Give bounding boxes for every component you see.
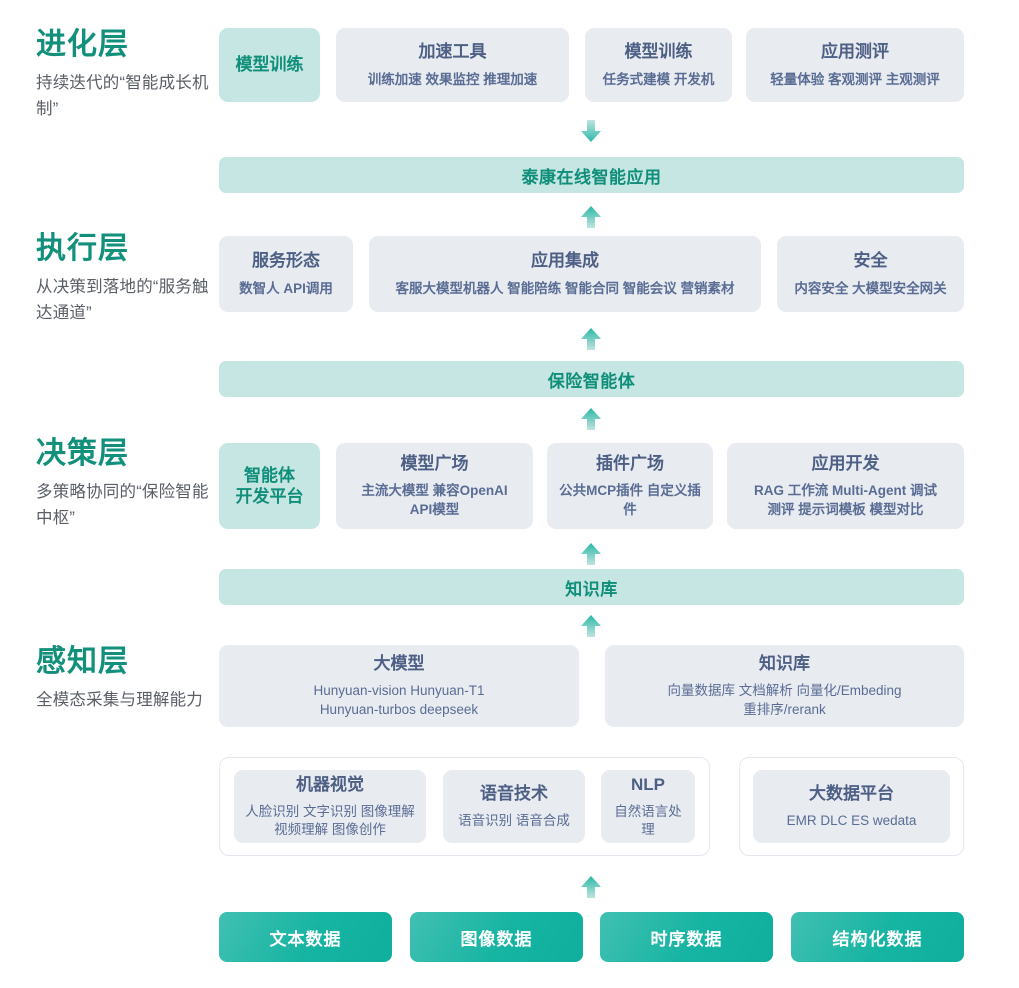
card-title: 大模型	[373, 654, 425, 674]
card-title: 模型训练	[235, 55, 304, 75]
card-items: 任务式建模 开发机	[602, 71, 715, 87]
card-security[interactable]: 安全 内容安全 大模型安全网关	[777, 236, 964, 312]
card-plugin-plaza[interactable]: 插件广场 公共MCP插件 自定义插件	[547, 443, 713, 529]
bar-knowledge-base[interactable]: 知识库	[219, 569, 964, 605]
card-title: 语音技术	[480, 783, 548, 803]
arrow-up-icon	[578, 874, 604, 900]
card-items: 轻量体验 客观测评 主观测评	[770, 71, 940, 87]
card-items: 训练加速 效果监控 推理加速	[367, 71, 538, 87]
card-nlp[interactable]: NLP 自然语言处理	[601, 770, 695, 843]
arrow-down-icon	[578, 118, 604, 144]
card-title: 模型训练	[624, 42, 693, 62]
layer-title: 感知层	[36, 645, 129, 678]
card-title: 安全	[853, 251, 888, 271]
card-items: 向量数据库 文档解析 向量化/Embeding 重排序/rerank	[667, 683, 902, 717]
arrow-up-icon	[578, 204, 604, 230]
card-items: 自然语言处理	[614, 803, 682, 838]
card-acceleration-tools[interactable]: 加速工具 训练加速 效果监控 推理加速	[336, 28, 569, 102]
card-title: 应用测评	[821, 42, 889, 62]
chip-structured-data[interactable]: 结构化数据	[791, 912, 964, 962]
card-title: 应用开发	[811, 454, 880, 474]
card-items: 公共MCP插件 自定义插件	[559, 483, 701, 517]
card-items: 客服大模型机器人 智能陪练 智能合同 智能会议 营销素材	[395, 280, 735, 296]
bar-label: 保险智能体	[547, 371, 636, 391]
layer-title: 决策层	[36, 437, 129, 470]
card-application-integration[interactable]: 应用集成 客服大模型机器人 智能陪练 智能合同 智能会议 营销素材	[369, 236, 761, 312]
layer-subtitle: 从决策到落地的“服务触达通道”	[36, 278, 209, 322]
chip-label: 图像数据	[460, 929, 533, 949]
card-model-plaza[interactable]: 模型广场 主流大模型 兼容OpenAI API模型	[336, 443, 533, 529]
card-model-training-teal[interactable]: 模型训练	[219, 28, 320, 102]
bar-label: 泰康在线智能应用	[521, 167, 662, 187]
card-items: 数智人 API调用	[239, 280, 333, 296]
bar-insurance-agent[interactable]: 保险智能体	[219, 361, 964, 397]
chip-label: 时序数据	[650, 929, 723, 949]
layer-subtitle: 持续迭代的“智能成长机制”	[36, 74, 209, 118]
card-machine-vision[interactable]: 机器视觉 人脸识别 文字识别 图像理解 视频理解 图像创作	[234, 770, 426, 843]
card-title: 服务形态	[252, 251, 320, 271]
arrow-up-icon	[578, 541, 604, 567]
card-large-model[interactable]: 大模型 Hunyuan-vision Hunyuan-T1 Hunyuan-tu…	[219, 645, 579, 727]
card-big-data-platform[interactable]: 大数据平台 EMR DLC ES wedata	[753, 770, 950, 843]
chip-image-data[interactable]: 图像数据	[410, 912, 583, 962]
card-speech-technology[interactable]: 语音技术 语音识别 语音合成	[443, 770, 585, 843]
card-title: 知识库	[759, 654, 810, 674]
card-items: EMR DLC ES wedata	[786, 813, 917, 829]
card-service-form[interactable]: 服务形态 数智人 API调用	[219, 236, 353, 312]
card-title: 加速工具	[418, 42, 487, 62]
card-items: RAG 工作流 Multi-Agent 调试 测评 提示词模板 模型对比	[754, 483, 937, 517]
arrow-up-icon	[578, 406, 604, 432]
card-items: 主流大模型 兼容OpenAI API模型	[361, 483, 508, 517]
layer-label-decision: 决策层 多策略协同的“保险智能中枢”	[36, 437, 221, 531]
card-title: 模型广场	[400, 454, 469, 474]
layer-label-perception: 感知层 全模态采集与理解能力	[36, 645, 221, 714]
card-application-evaluation[interactable]: 应用测评 轻量体验 客观测评 主观测评	[746, 28, 964, 102]
layer-subtitle: 全模态采集与理解能力	[36, 691, 203, 709]
arrow-up-icon	[578, 613, 604, 639]
chip-timeseries-data[interactable]: 时序数据	[600, 912, 773, 962]
arrow-up-icon	[578, 326, 604, 352]
layer-label-execution: 执行层 从决策到落地的“服务触达通道”	[36, 232, 221, 326]
card-agent-dev-platform[interactable]: 智能体 开发平台	[219, 443, 320, 529]
card-model-training[interactable]: 模型训练 任务式建模 开发机	[585, 28, 732, 102]
card-title: 智能体 开发平台	[235, 465, 304, 506]
card-items: 内容安全 大模型安全网关	[794, 280, 947, 296]
chip-label: 结构化数据	[832, 929, 923, 949]
layer-title: 执行层	[36, 232, 129, 265]
layer-title: 进化层	[36, 28, 129, 61]
card-items: 人脸识别 文字识别 图像理解 视频理解 图像创作	[245, 803, 415, 838]
chip-text-data[interactable]: 文本数据	[219, 912, 392, 962]
card-items: Hunyuan-vision Hunyuan-T1 Hunyuan-turbos…	[313, 683, 485, 717]
bar-taikang-online-intelligent-app[interactable]: 泰康在线智能应用	[219, 157, 964, 193]
chip-label: 文本数据	[269, 929, 342, 949]
card-title: 大数据平台	[809, 783, 894, 803]
layer-label-evolution: 进化层 持续迭代的“智能成长机制”	[36, 28, 221, 122]
bar-label: 知识库	[565, 579, 618, 599]
card-application-development[interactable]: 应用开发 RAG 工作流 Multi-Agent 调试 测评 提示词模板 模型对…	[727, 443, 964, 529]
layer-subtitle: 多策略协同的“保险智能中枢”	[36, 483, 209, 527]
card-items: 语音识别 语音合成	[458, 813, 570, 829]
card-title: NLP	[631, 774, 665, 794]
card-title: 机器视觉	[296, 774, 364, 794]
card-knowledge-base[interactable]: 知识库 向量数据库 文档解析 向量化/Embeding 重排序/rerank	[605, 645, 964, 727]
card-title: 插件广场	[596, 454, 664, 474]
card-title: 应用集成	[531, 251, 599, 271]
